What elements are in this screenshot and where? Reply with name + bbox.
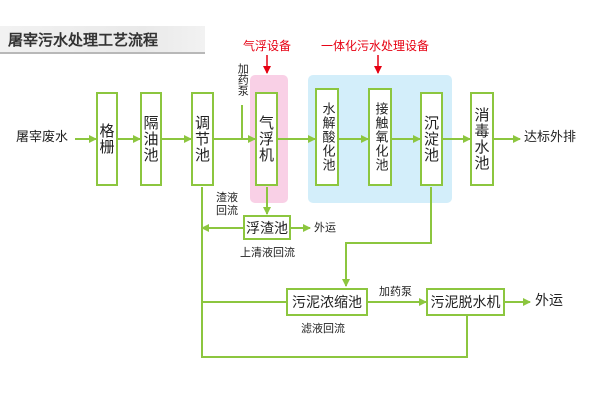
wastewater-label: 屠宰废水 xyxy=(16,130,69,145)
sludge-recirc-text: 渣液回流 xyxy=(216,191,238,218)
page-title: 屠宰污水处理工艺流程 xyxy=(8,31,159,49)
ship-out-scum-label: 外运 xyxy=(314,221,336,234)
contact-oxidation-box: 接触氧化池 xyxy=(368,88,392,186)
supernatant-return-label: 上清液回流 xyxy=(240,246,295,259)
equalization-box: 调节池 xyxy=(191,92,214,186)
arrow-sedimentation-thickener xyxy=(342,187,432,287)
grid-box: 格栅 xyxy=(96,92,118,186)
line-bottom-return xyxy=(201,187,468,358)
filtrate-return-label: 滤液回流 xyxy=(301,322,345,335)
sedimentation-box: 沉淀池 xyxy=(420,92,443,186)
scum-tank-box: 浮渣池 xyxy=(243,215,291,240)
sludge-thickener-box: 污泥浓缩池 xyxy=(286,288,368,316)
dosing-pump-top-label: 加药泵 xyxy=(236,63,250,96)
air-flotation-box: 气浮机 xyxy=(255,92,278,186)
air-flotation-equipment-label: 气浮设备 xyxy=(243,39,292,53)
hydrolysis-box: 水解酸化池 xyxy=(315,88,339,186)
sludge-dewatering-box: 污泥脱水机 xyxy=(426,288,505,316)
dosing-pump-mid-label: 加药泵 xyxy=(379,285,412,298)
sludge-recirc-label: 渣液回流 xyxy=(215,191,239,217)
ship-out-sludge-label: 外运 xyxy=(535,293,563,309)
integrated-equipment-label: 一体化污水处理设备 xyxy=(321,39,430,53)
oil-separator-box: 隔油池 xyxy=(140,92,162,186)
effluent-label: 达标外排 xyxy=(524,130,577,145)
disinfection-box: 消毒水池 xyxy=(470,92,494,186)
title-bar: 屠宰污水处理工艺流程 xyxy=(0,26,205,54)
